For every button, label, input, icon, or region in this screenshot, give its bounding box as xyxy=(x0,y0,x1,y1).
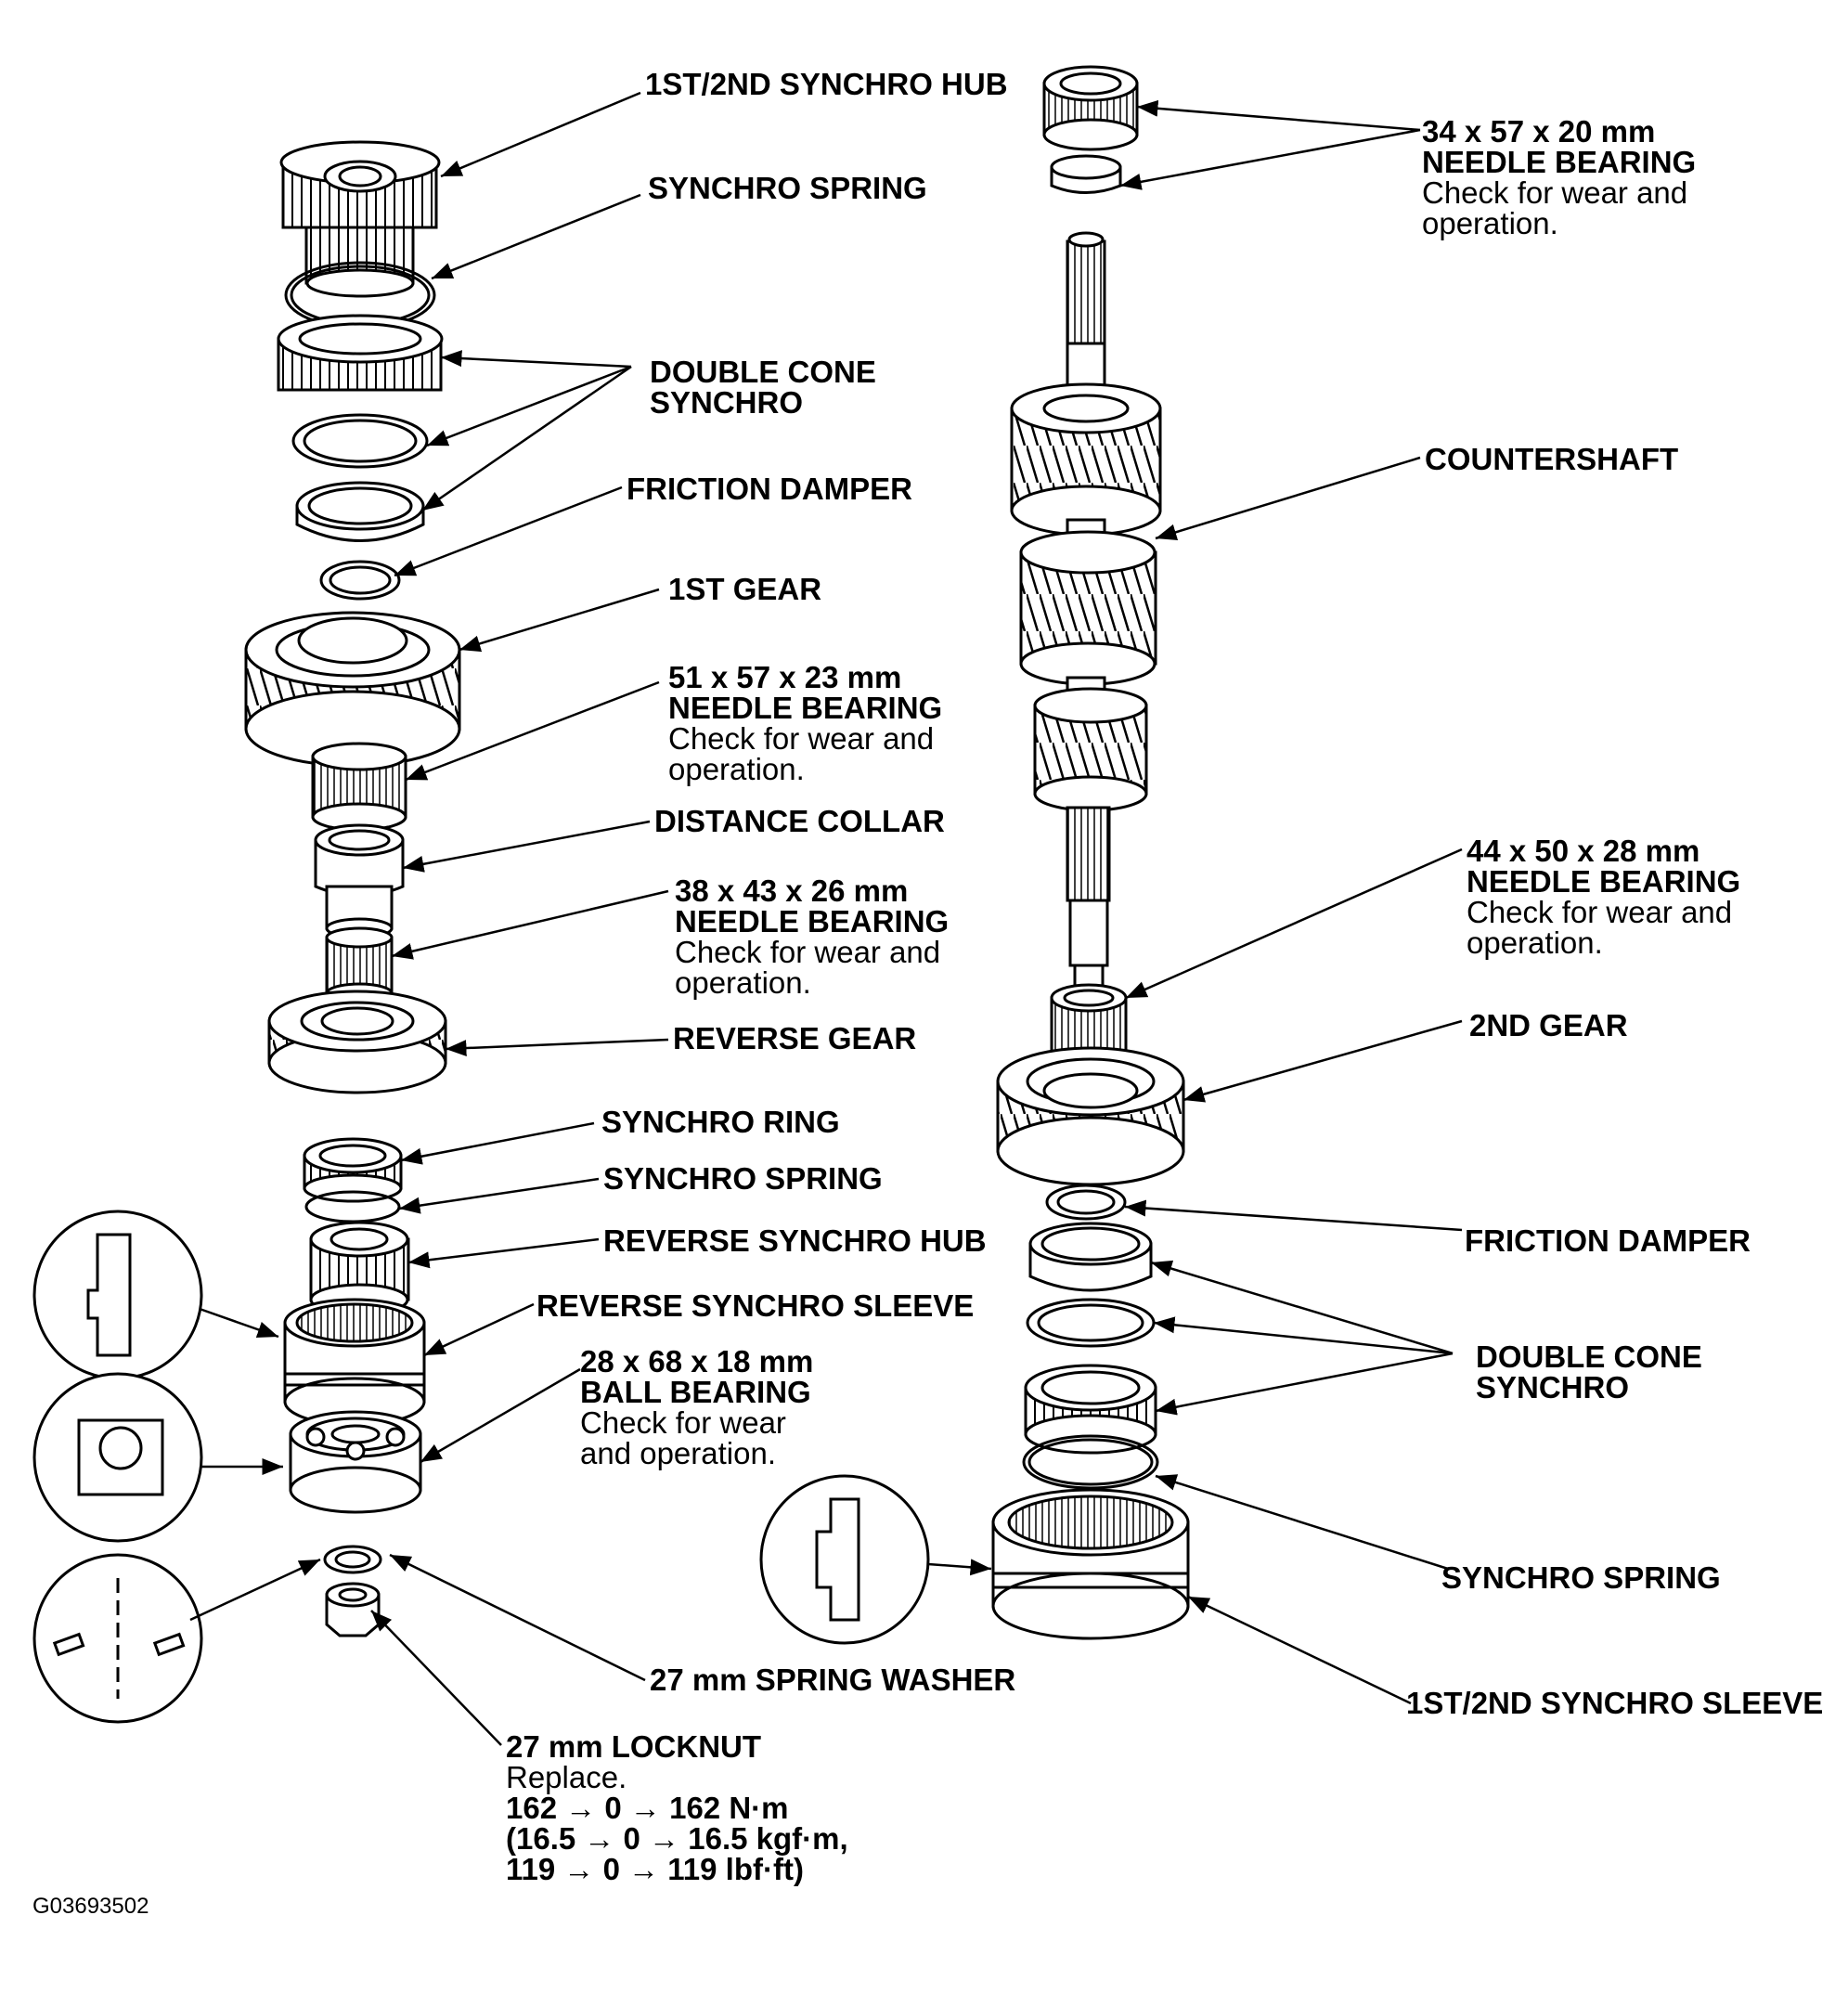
label-friction-damper-left: FRICTION DAMPER xyxy=(627,472,912,506)
leader-lines xyxy=(189,91,1463,1746)
label-friction-damper-right: FRICTION DAMPER xyxy=(1465,1223,1751,1258)
detail-circle-locknut xyxy=(32,1553,203,1724)
needle-bearing-34-part xyxy=(1042,65,1139,194)
label-distance-collar: DISTANCE COLLAR xyxy=(654,804,945,838)
double-cone-left-part xyxy=(277,314,444,542)
label-reverse-synchro-sleeve: REVERSE SYNCHRO SLEEVE xyxy=(536,1288,975,1323)
label-synchro-ring: SYNCHRO RING xyxy=(601,1105,840,1139)
detail-circle-sleeve-right xyxy=(759,1474,930,1645)
label-synchro-spring-right: SYNCHRO SPRING xyxy=(1441,1560,1721,1595)
distance-collar-part xyxy=(314,823,405,939)
second-gear-part xyxy=(996,1046,1185,1186)
countershaft-part xyxy=(1010,231,1162,1004)
ball-bearing-part xyxy=(289,1410,422,1514)
label-synchro-hub-12: 1ST/2ND SYNCHRO HUB xyxy=(645,67,1008,101)
reverse-gear-part xyxy=(267,990,447,1094)
friction-damper-right-part xyxy=(1045,1184,1127,1221)
figure-code: G03693502 xyxy=(32,1894,149,1919)
detail-circle-bearing xyxy=(32,1372,203,1543)
synchro-ring-part xyxy=(303,1137,403,1203)
detail-circle-sleeve xyxy=(32,1210,203,1380)
label-synchro-spring-top: SYNCHRO SPRING xyxy=(648,171,927,205)
label-reverse-gear: REVERSE GEAR xyxy=(673,1021,917,1055)
label-second-gear: 2ND GEAR xyxy=(1469,1008,1628,1042)
label-reverse-synchro-hub: REVERSE SYNCHRO HUB xyxy=(603,1223,987,1258)
label-synchro-sleeve-12: 1ST/2ND SYNCHRO SLEEVE xyxy=(1406,1686,1824,1720)
double-cone-right-part xyxy=(1024,1222,1157,1455)
label-spring-washer: 27 mm SPRING WASHER xyxy=(650,1663,1016,1697)
first-gear-part xyxy=(244,611,461,768)
label-first-gear: 1ST GEAR xyxy=(668,572,822,606)
needle-bearing-51-part xyxy=(311,742,407,832)
locknut-part xyxy=(325,1582,381,1637)
spring-washer-part xyxy=(323,1545,382,1574)
synchro-sleeve-12-part xyxy=(991,1488,1190,1640)
label-countershaft: COUNTERSHAFT xyxy=(1425,442,1679,476)
reverse-synchro-sleeve-part xyxy=(283,1298,426,1427)
label-synchro-spring-mid: SYNCHRO SPRING xyxy=(603,1161,883,1196)
synchro-hub-12-part xyxy=(279,140,441,298)
friction-damper-left-part xyxy=(319,560,401,601)
synchro-spring-right-part xyxy=(1022,1434,1159,1490)
reverse-synchro-hub-part xyxy=(309,1221,410,1316)
